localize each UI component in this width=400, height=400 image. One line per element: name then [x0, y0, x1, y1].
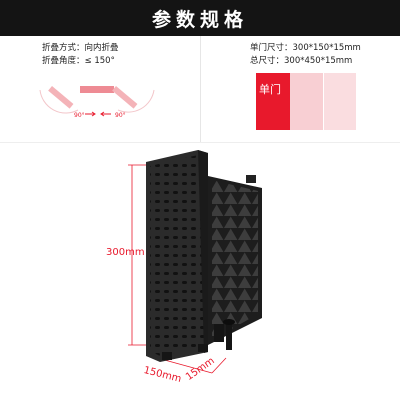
fold-method-value: 向内折叠: [84, 43, 119, 53]
single-size-label: 单门尺寸：: [250, 43, 293, 53]
fold-angle-value: ≤ 150°: [84, 56, 115, 66]
fold-panel-right: [112, 86, 138, 109]
foot-right-icon: [198, 344, 208, 352]
clamp-icon: [214, 324, 224, 342]
banner-title: 参数规格: [151, 8, 248, 31]
perforated-surface: [150, 155, 204, 356]
spec-divider-vertical: [200, 36, 201, 142]
total-size-label: 总尺寸：: [250, 56, 285, 66]
fold-angle-label: 折叠角度：: [42, 56, 85, 66]
foam-panel: [212, 180, 258, 340]
fold-method-row: 折叠方式：向内折叠: [42, 42, 119, 55]
single-size-value: 300*150*15mm: [292, 43, 361, 53]
fold-angle-left-text: 90°: [74, 112, 85, 119]
arrow-left-head-icon: [91, 111, 96, 117]
single-panel: 单门: [256, 73, 290, 130]
fold-arc-left: [39, 89, 79, 114]
fold-arc-right: [117, 89, 155, 113]
fold-panel-left: [48, 86, 74, 109]
hinge-top-icon: [246, 175, 256, 183]
section-divider: [0, 142, 400, 143]
total-size-value: 300*450*15mm: [284, 56, 353, 66]
single-size-row: 单门尺寸：300*150*15mm: [250, 42, 361, 55]
dim-line-depth: [211, 357, 227, 374]
panel-edge: [198, 150, 208, 353]
fold-specs: 折叠方式：向内折叠 折叠角度：≤ 150°: [42, 42, 119, 68]
fold-angle-row: 折叠角度：≤ 150°: [42, 55, 119, 68]
total-size-row: 总尺寸：300*450*15mm: [250, 55, 361, 68]
clamp-knob-icon: [223, 319, 235, 325]
foot-left-icon: [162, 352, 172, 360]
right-panel: [323, 73, 356, 130]
stand-rod-icon: [226, 320, 232, 350]
height-dimension: 300mm: [106, 247, 145, 258]
middle-panel: [290, 73, 323, 130]
fold-method-label: 折叠方式：: [42, 43, 85, 53]
panel-size-diagram: 单门: [256, 73, 356, 130]
arrow-right-head-icon: [100, 111, 105, 117]
size-specs: 单门尺寸：300*150*15mm 总尺寸：300*450*15mm: [250, 42, 361, 68]
fold-diagram: 90° 90°: [39, 86, 155, 119]
header-banner: 参数规格: [0, 0, 400, 36]
single-panel-label: 单门: [259, 83, 281, 96]
fold-angle-right-text: 90°: [115, 112, 126, 119]
fold-panel-center: [80, 86, 114, 93]
